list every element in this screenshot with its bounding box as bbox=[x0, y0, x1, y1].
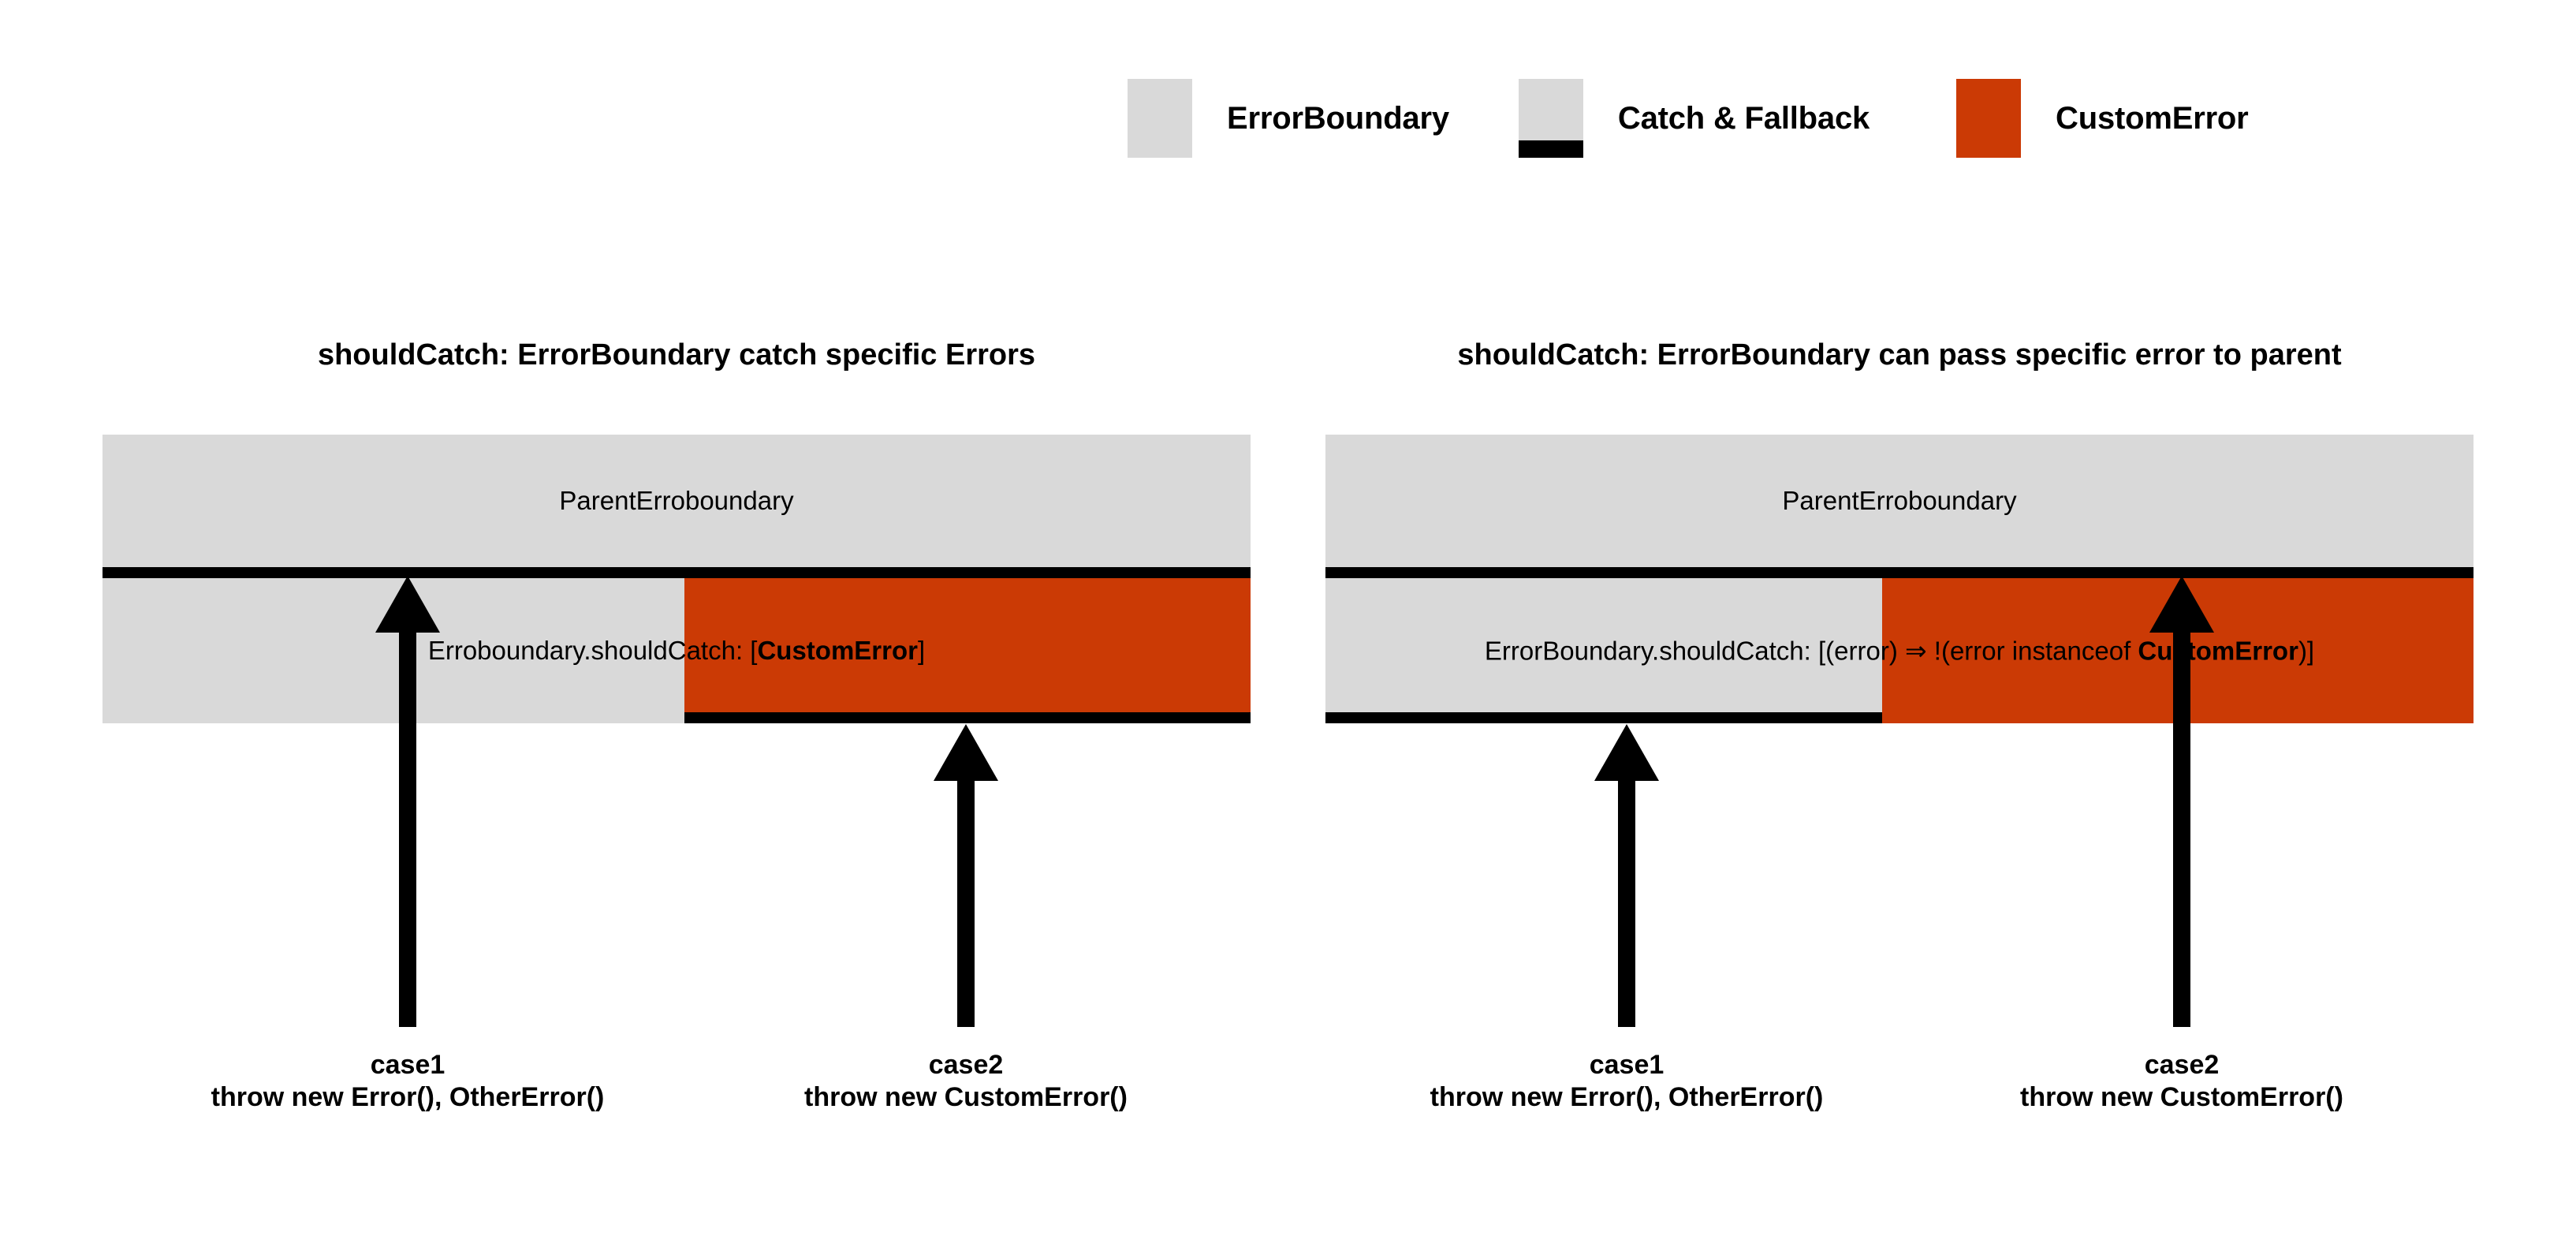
child-error-boundary-row-right: ErrorBoundary.shouldCatch: [(error) ⇒ !(… bbox=[1325, 578, 2473, 723]
case1-label-right: case1 throw new Error(), OtherError() bbox=[1430, 1049, 1824, 1115]
case2-name-left: case2 bbox=[928, 1050, 1004, 1080]
parent-error-boundary-box-left: ParentErroboundary bbox=[103, 435, 1251, 567]
legend-label-catch-fallback: Catch & Fallback bbox=[1617, 100, 1870, 136]
legend-item-catch-fallback: Catch & Fallback bbox=[1518, 75, 1870, 162]
legend-item-error-boundary: ErrorBoundary bbox=[1128, 75, 1449, 162]
custom-error-segment-left bbox=[684, 578, 1251, 723]
legend: ErrorBoundary Catch & Fallback CustomErr… bbox=[1128, 75, 2531, 170]
catch-bar-bottom-left bbox=[684, 712, 1251, 723]
child-error-boundary-segment-right bbox=[1325, 578, 1882, 723]
case1-arrow-right bbox=[1594, 724, 1659, 1027]
should-catch-prefix-right: ErrorBoundary.shouldCatch: [(error) ⇒ !(… bbox=[1484, 636, 2138, 666]
diagram-stack-left: ParentErroboundary Erroboundary.shouldCa… bbox=[103, 435, 1251, 723]
case2-code-right: throw new CustomError() bbox=[2020, 1082, 2343, 1113]
diagram-panel-pass-specific-error: shouldCatch: ErrorBoundary can pass spec… bbox=[1325, 331, 2473, 1112]
legend-item-custom-error: CustomError bbox=[1956, 75, 2249, 162]
case1-name-right: case1 bbox=[1589, 1050, 1665, 1080]
page-title-left: shouldCatch: ErrorBoundary catch specifi… bbox=[317, 338, 1036, 372]
legend-label-custom-error: CustomError bbox=[2056, 100, 2249, 136]
case1-name-left: case1 bbox=[370, 1050, 445, 1080]
catch-bar-top-left bbox=[103, 567, 1251, 578]
should-catch-prefix-left: Erroboundary.shouldCatch: [ bbox=[427, 636, 758, 665]
parent-error-boundary-box-right: ParentErroboundary bbox=[1325, 435, 2473, 567]
case2-name-right: case2 bbox=[2144, 1050, 2220, 1080]
legend-label-error-boundary: ErrorBoundary bbox=[1227, 100, 1449, 136]
case2-label-right: case2 throw new CustomError() bbox=[2020, 1049, 2343, 1115]
should-catch-expression-right: ErrorBoundary.shouldCatch: [(error) ⇒ !(… bbox=[1325, 636, 2473, 667]
case2-code-left: throw new CustomError() bbox=[804, 1082, 1128, 1113]
child-error-boundary-row-left: Erroboundary.shouldCatch: [CustomError] bbox=[103, 578, 1251, 723]
should-catch-bold-left: CustomError bbox=[757, 636, 918, 665]
page-title-right: shouldCatch: ErrorBoundary can pass spec… bbox=[1457, 338, 2342, 372]
gray-square-swatch bbox=[1128, 79, 1192, 158]
case1-code-right: throw new Error(), OtherError() bbox=[1430, 1082, 1824, 1113]
case1-arrow-left bbox=[375, 576, 440, 1027]
catch-bar-top-right bbox=[1325, 567, 2473, 578]
parent-error-boundary-label-left: ParentErroboundary bbox=[559, 486, 794, 515]
case2-label-left: case2 throw new CustomError() bbox=[804, 1049, 1128, 1115]
catch-bar-bottom-right bbox=[1325, 712, 1882, 723]
should-catch-bold-right: CustomError bbox=[2138, 636, 2298, 666]
gray-square-with-black-bar-swatch bbox=[1518, 79, 1583, 158]
case2-arrow-left bbox=[934, 724, 998, 1027]
parent-error-boundary-label-right: ParentErroboundary bbox=[1782, 486, 2017, 515]
orange-square-swatch bbox=[1956, 79, 2022, 158]
case2-arrow-right bbox=[2149, 576, 2214, 1027]
diagram-stack-right: ParentErroboundary ErrorBoundary.shouldC… bbox=[1325, 435, 2473, 723]
case1-code-left: throw new Error(), OtherError() bbox=[211, 1082, 605, 1113]
case1-label-left: case1 throw new Error(), OtherError() bbox=[211, 1049, 605, 1115]
diagram-panel-catch-specific-errors: shouldCatch: ErrorBoundary catch specifi… bbox=[103, 331, 1251, 1112]
should-catch-expression-left: Erroboundary.shouldCatch: [CustomError] bbox=[103, 636, 1251, 666]
should-catch-suffix-right: )] bbox=[2298, 636, 2315, 666]
should-catch-suffix-left: ] bbox=[917, 636, 926, 665]
